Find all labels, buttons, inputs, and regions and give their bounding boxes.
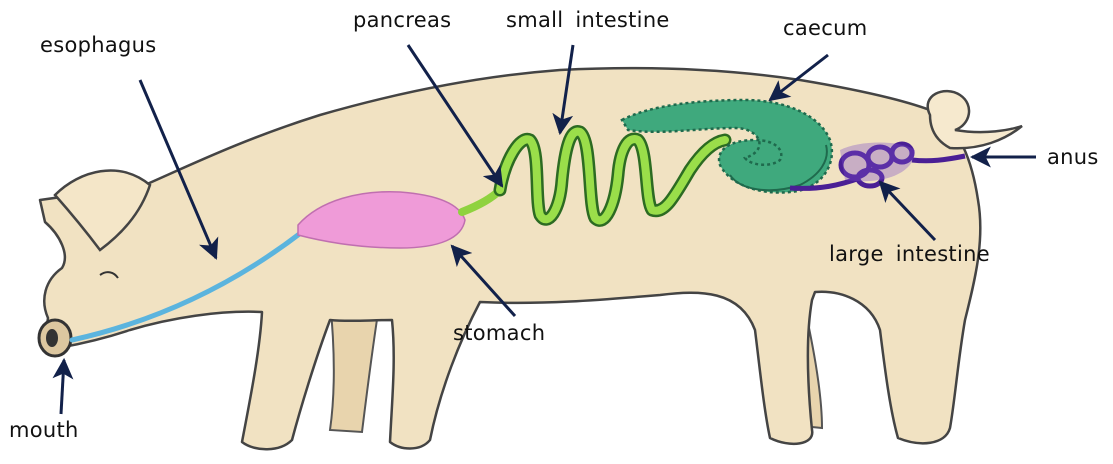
label-pancreas: pancreas [353, 8, 451, 32]
label-small-intestine: small intestine [506, 8, 670, 32]
label-esophagus: esophagus [40, 33, 157, 57]
arrow-mouth [61, 360, 64, 414]
label-mouth: mouth [9, 418, 79, 442]
label-caecum: caecum [783, 16, 867, 40]
label-large-intestine: large intestine [829, 242, 990, 266]
label-anus: anus [1047, 145, 1099, 169]
pig-tail [928, 91, 1022, 148]
label-stomach: stomach [453, 321, 545, 345]
